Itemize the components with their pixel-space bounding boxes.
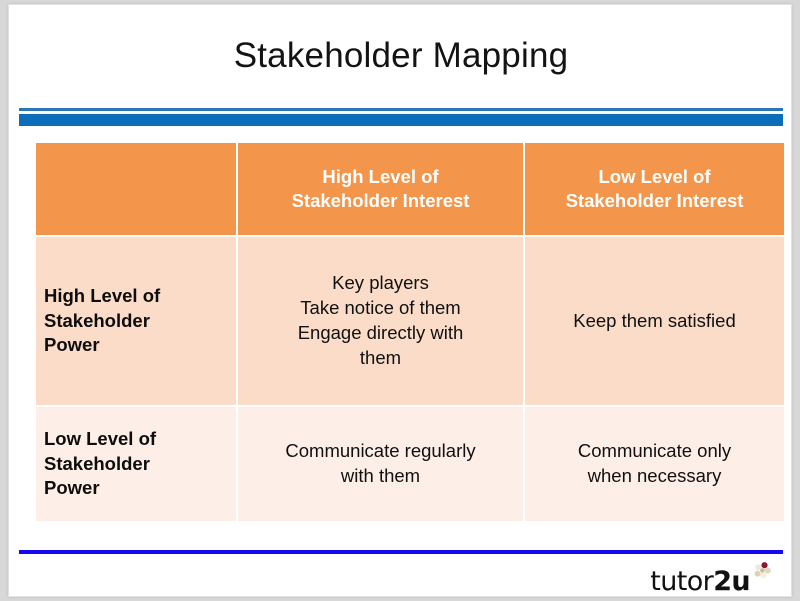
column-header-low-interest-line2: Stakeholder Interest: [565, 190, 744, 211]
row-header-high-power-line3: Power: [44, 334, 100, 356]
cell-low-power-high-interest-line2: with them: [340, 465, 421, 486]
footer-divider: [19, 550, 783, 554]
column-header-high-interest-line1: High Level of: [322, 166, 439, 188]
title-area: Stakeholder Mapping: [9, 5, 791, 108]
table-header-row: High Level of Stakeholder Interest Low L…: [36, 143, 784, 235]
row-header-high-power-line2: Stakeholder: [44, 309, 150, 331]
page-title: Stakeholder Mapping: [233, 36, 569, 76]
tutor2u-logo: tutor2u: [650, 561, 773, 595]
column-header-high-interest: High Level of Stakeholder Interest: [238, 143, 523, 235]
cell-low-power-low-interest-line1: Communicate only: [577, 440, 732, 462]
column-header-high-interest-line2: Stakeholder Interest: [291, 190, 470, 211]
cell-low-power-high-interest: Communicate regularly with them: [238, 407, 523, 521]
cell-high-power-low-interest-line1: Keep them satisfied: [573, 309, 736, 331]
row-header-low-power-line1: Low Level of: [44, 428, 157, 450]
row-header-high-power-line1: High Level of: [44, 285, 161, 307]
divider-thin-blue: [19, 108, 783, 111]
cell-high-power-high-interest-line3: Engage directly with: [297, 322, 464, 343]
divider-gap: [19, 111, 783, 114]
logo-word-part1: tutor: [650, 566, 714, 597]
cell-high-power-high-interest-line4: them: [359, 346, 402, 368]
cell-high-power-low-interest: Keep them satisfied: [525, 237, 784, 405]
cell-low-power-low-interest: Communicate only when necessary: [525, 407, 784, 521]
logo-wordmark: tutor2u: [650, 568, 750, 595]
table-row: Low Level of Stakeholder Power Communica…: [36, 407, 784, 521]
cell-low-power-high-interest-line1: Communicate regularly: [285, 440, 476, 462]
stakeholder-matrix-table: High Level of Stakeholder Interest Low L…: [34, 141, 786, 523]
table-row: High Level of Stakeholder Power Key play…: [36, 237, 784, 405]
slide-canvas: Stakeholder Mapping High Level of Stakeh…: [8, 4, 792, 597]
table-corner-cell: [36, 143, 236, 235]
logo-word-part2: 2u: [713, 566, 750, 597]
row-header-high-power: High Level of Stakeholder Power: [36, 237, 236, 405]
cell-high-power-high-interest-line2: Take notice of them: [300, 297, 461, 319]
row-header-low-power-line3: Power: [44, 477, 100, 499]
flower-icon: [754, 562, 771, 579]
row-header-low-power: Low Level of Stakeholder Power: [36, 407, 236, 521]
cell-high-power-high-interest-line1: Key players: [332, 272, 429, 294]
cell-low-power-low-interest-line2: when necessary: [587, 465, 722, 486]
row-header-low-power-line2: Stakeholder: [44, 452, 150, 474]
column-header-low-interest-line1: Low Level of: [598, 166, 711, 188]
cell-high-power-high-interest: Key players Take notice of them Engage d…: [238, 237, 523, 405]
column-header-low-interest: Low Level of Stakeholder Interest: [525, 143, 784, 235]
divider-thick-blue: [19, 114, 783, 126]
